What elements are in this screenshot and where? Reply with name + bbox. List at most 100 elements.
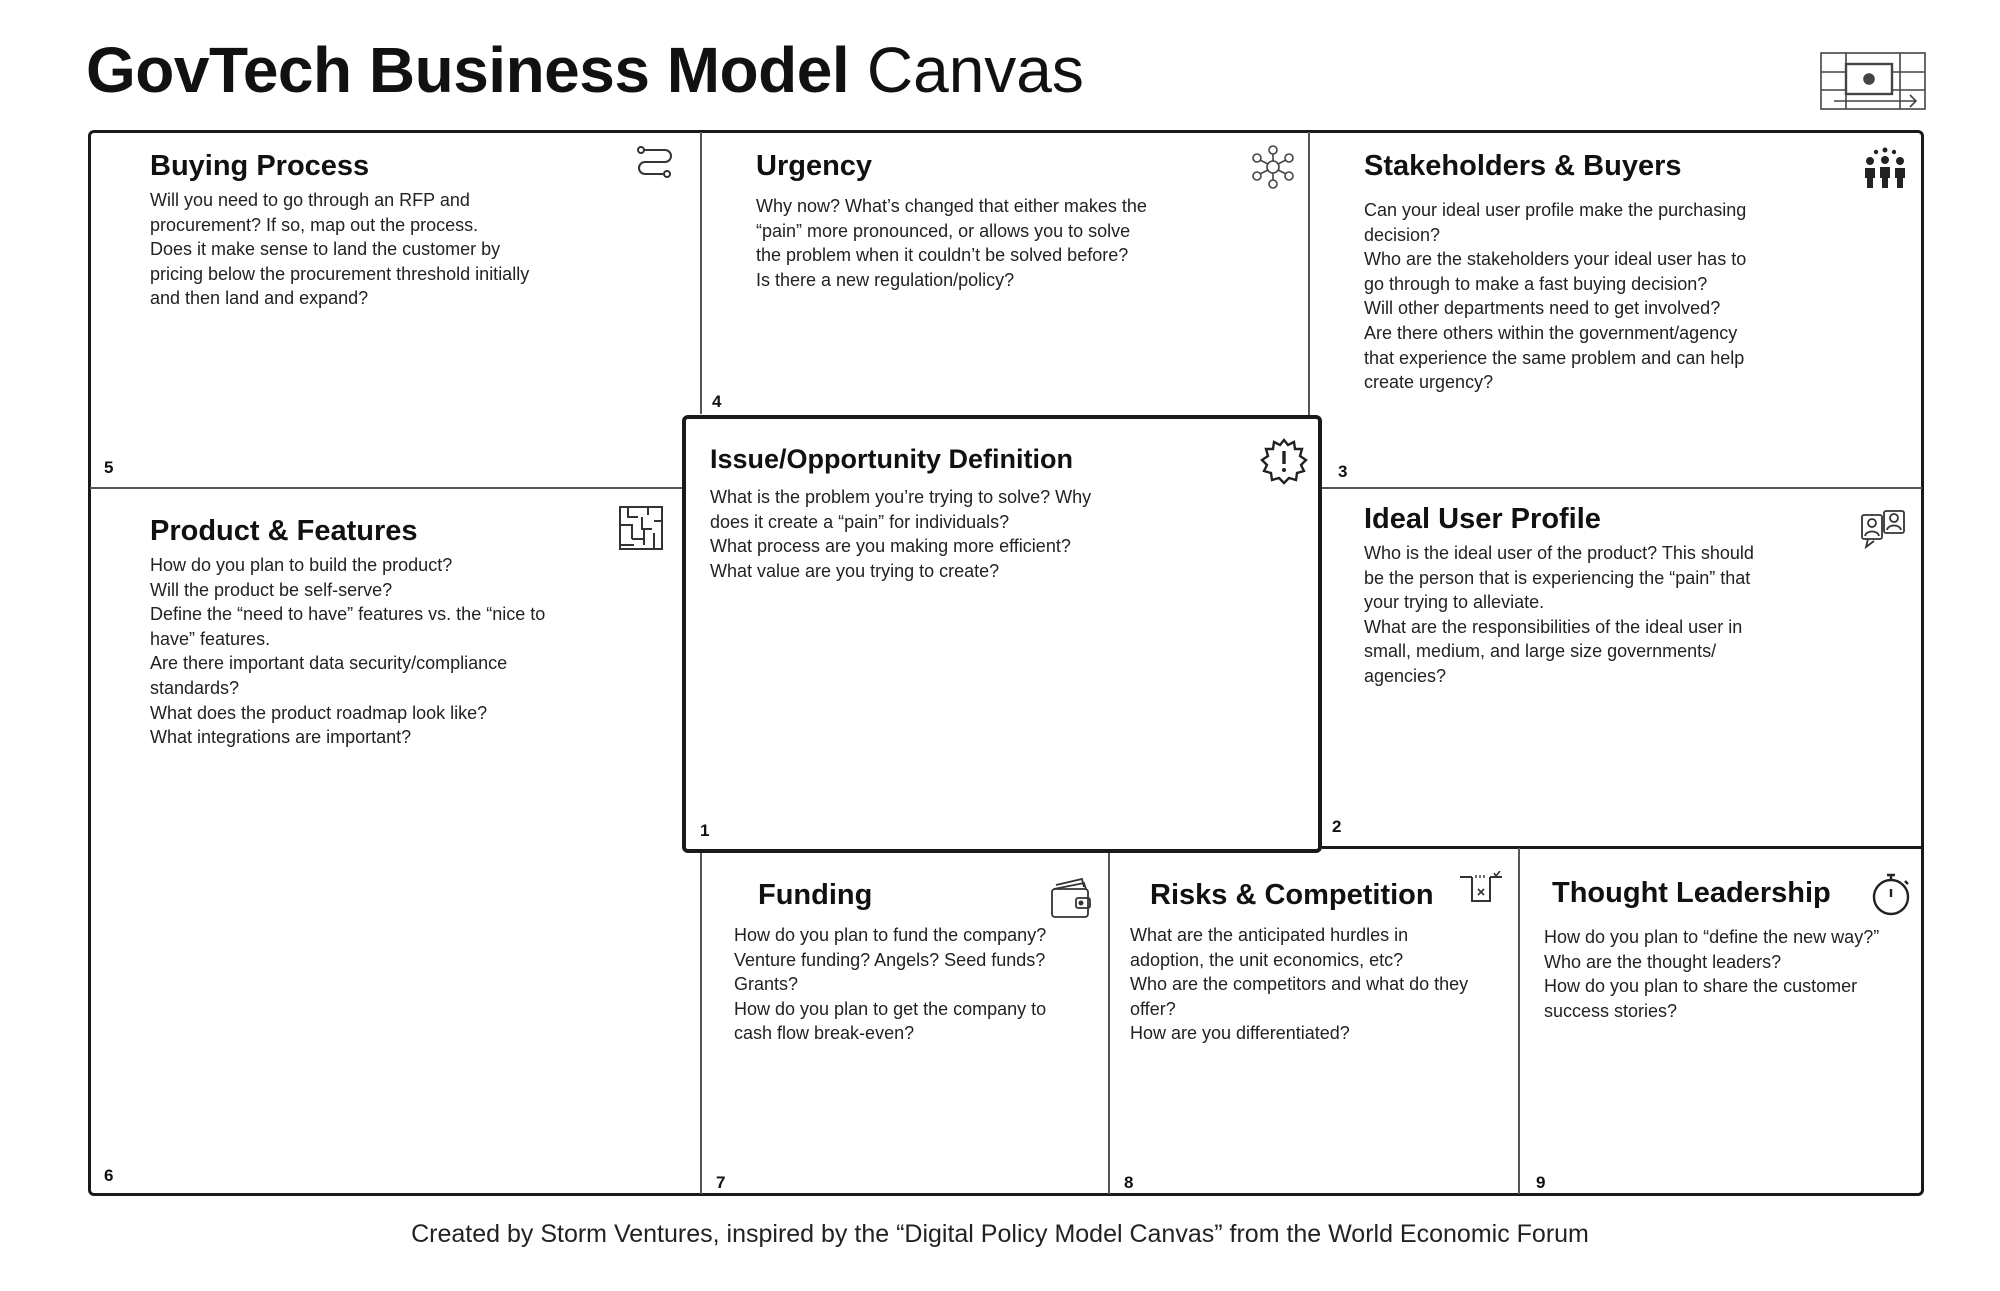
divider (1108, 848, 1110, 1194)
question-list: What is the problem you’re trying to sol… (710, 485, 1091, 583)
question: What are the responsibilities of the ide… (1364, 616, 1743, 637)
question: Who are the thought leaders? (1544, 951, 1782, 972)
question: Can your ideal user profile make the pur… (1364, 200, 1747, 220)
question: have” features. (150, 628, 271, 649)
question: create urgency? (1364, 372, 1494, 393)
question: go through to make a fast buying decisio… (1364, 273, 1708, 294)
question: Are there important data security/compli… (150, 653, 508, 674)
question: decision? (1364, 224, 1441, 245)
question: Will other departments need to get invol… (1364, 298, 1721, 319)
question: procurement? If so, map out the process. (150, 214, 479, 235)
section-ideal-user-profile: Ideal User Profile Who is the ideal user… (1322, 489, 1922, 846)
section-title: Risks & Competition (1150, 879, 1434, 911)
question: small, medium, and large size government… (1364, 641, 1717, 662)
question: that experience the same problem and can… (1364, 347, 1745, 368)
section-title: Buying Process (150, 150, 370, 182)
page-title: GovTech Business Model Canvas (86, 30, 1084, 110)
section-issue-opportunity: Issue/Opportunity Definition What is the… (682, 415, 1322, 853)
question: How do you plan to share the customer (1544, 976, 1858, 997)
wallet-icon (1048, 875, 1094, 921)
stopwatch-icon (1868, 871, 1914, 917)
section-title: Thought Leadership (1552, 877, 1831, 909)
network-icon (1250, 144, 1296, 190)
section-title: Stakeholders & Buyers (1364, 150, 1682, 182)
section-number: 2 (1332, 817, 1342, 836)
question: success stories? (1544, 1000, 1678, 1021)
canvas-frame (88, 130, 1924, 1196)
canvas-logo-icon (1820, 52, 1926, 110)
section-number: 5 (104, 458, 114, 477)
alert-badge-icon (1260, 437, 1308, 485)
divider (1308, 132, 1310, 489)
question: and then land and expand? (150, 288, 369, 309)
footer-credit: Created by Storm Ventures, inspired by t… (411, 1220, 1589, 1248)
page-title-bold: GovTech Business Model (86, 34, 850, 106)
question-list: Can your ideal user profile make the pur… (1364, 198, 1746, 395)
question: standards? (150, 677, 240, 698)
question: What are the anticipated hurdles in (1130, 925, 1409, 945)
page-title-light: Canvas (866, 34, 1084, 106)
question: What does the product roadmap look like? (150, 702, 488, 723)
question: your trying to alleviate. (1364, 592, 1545, 613)
route-icon (635, 144, 675, 184)
section-number: 7 (716, 1173, 726, 1192)
section-urgency: Urgency Why now? What’s changed that eit… (702, 132, 1308, 415)
question-list: How do you plan to “define the new way?”… (1544, 925, 1879, 1023)
question: adoption, the unit economics, etc? (1130, 949, 1404, 970)
section-number: 3 (1338, 462, 1348, 481)
question: Why now? What’s changed that either make… (756, 196, 1147, 216)
question: Will you need to go through an RFP and (150, 190, 470, 210)
question-list: How do you plan to fund the company? Ven… (734, 923, 1046, 1046)
section-number: 4 (712, 392, 722, 411)
section-title: Ideal User Profile (1364, 503, 1601, 535)
section-funding: Funding How do you plan to fund the comp… (702, 855, 1108, 1194)
section-title: Urgency (756, 150, 873, 182)
question: the problem when it couldn’t be solved b… (756, 245, 1129, 266)
hurdle-icon (1458, 871, 1504, 917)
question: What value are you trying to create? (710, 560, 1000, 581)
section-stakeholders-buyers: Stakeholders & Buyers Can your ideal use… (1310, 132, 1922, 487)
divider (1322, 487, 1922, 489)
section-number: 1 (700, 821, 710, 840)
question-list: Who is the ideal user of the product? Th… (1364, 541, 1754, 689)
question: offer? (1130, 998, 1176, 1019)
maze-icon (618, 505, 664, 551)
question: What integrations are important? (150, 727, 412, 748)
section-title: Product & Features (150, 515, 418, 547)
people-group-icon (1862, 146, 1908, 192)
divider (90, 487, 682, 489)
section-thought-leadership: Thought Leadership How do you plan to “d… (1520, 855, 1922, 1194)
section-buying-process: Buying Process Will you need to go throu… (90, 132, 700, 487)
section-title: Issue/Opportunity Definition (710, 444, 1073, 474)
divider (1518, 848, 1520, 1194)
question: Who are the competitors and what do they (1130, 974, 1469, 995)
question: Who are the stakeholders your ideal user… (1364, 249, 1747, 270)
section-title: Funding (758, 879, 873, 911)
question: What process are you making more efficie… (710, 536, 1071, 557)
question: Is there a new regulation/policy? (756, 269, 1015, 290)
question: “pain” more pronounced, or allows you to… (756, 220, 1131, 241)
question: What is the problem you’re trying to sol… (710, 487, 1092, 507)
divider (700, 132, 702, 414)
section-product-features: Product & Features How do you plan to bu… (90, 489, 700, 1194)
question: pricing below the procurement threshold … (150, 263, 530, 284)
question: How do you plan to “define the new way?” (1544, 927, 1880, 947)
user-profiles-icon (1860, 505, 1906, 551)
question: How do you plan to fund the company? (734, 925, 1047, 945)
question: be the person that is experiencing the “… (1364, 567, 1751, 588)
question: Grants? (734, 974, 799, 995)
question: How do you plan to build the product? (150, 555, 453, 575)
question-list: Will you need to go through an RFP and p… (150, 188, 529, 311)
question-list: What are the anticipated hurdles in adop… (1130, 923, 1468, 1046)
question: Who is the ideal user of the product? Th… (1364, 543, 1754, 563)
question: cash flow break-even? (734, 1023, 915, 1044)
question: How do you plan to get the company to (734, 998, 1047, 1019)
section-number: 9 (1536, 1173, 1546, 1192)
question: Will the product be self-serve? (150, 579, 393, 600)
question: Does it make sense to land the customer … (150, 239, 501, 260)
section-number: 6 (104, 1166, 114, 1185)
section-risks-competition: Risks & Competition What are the anticip… (1110, 855, 1518, 1194)
question-list: How do you plan to build the product? Wi… (150, 553, 545, 750)
divider (700, 853, 702, 1194)
section-issue-content: Issue/Opportunity Definition What is the… (686, 419, 1318, 849)
